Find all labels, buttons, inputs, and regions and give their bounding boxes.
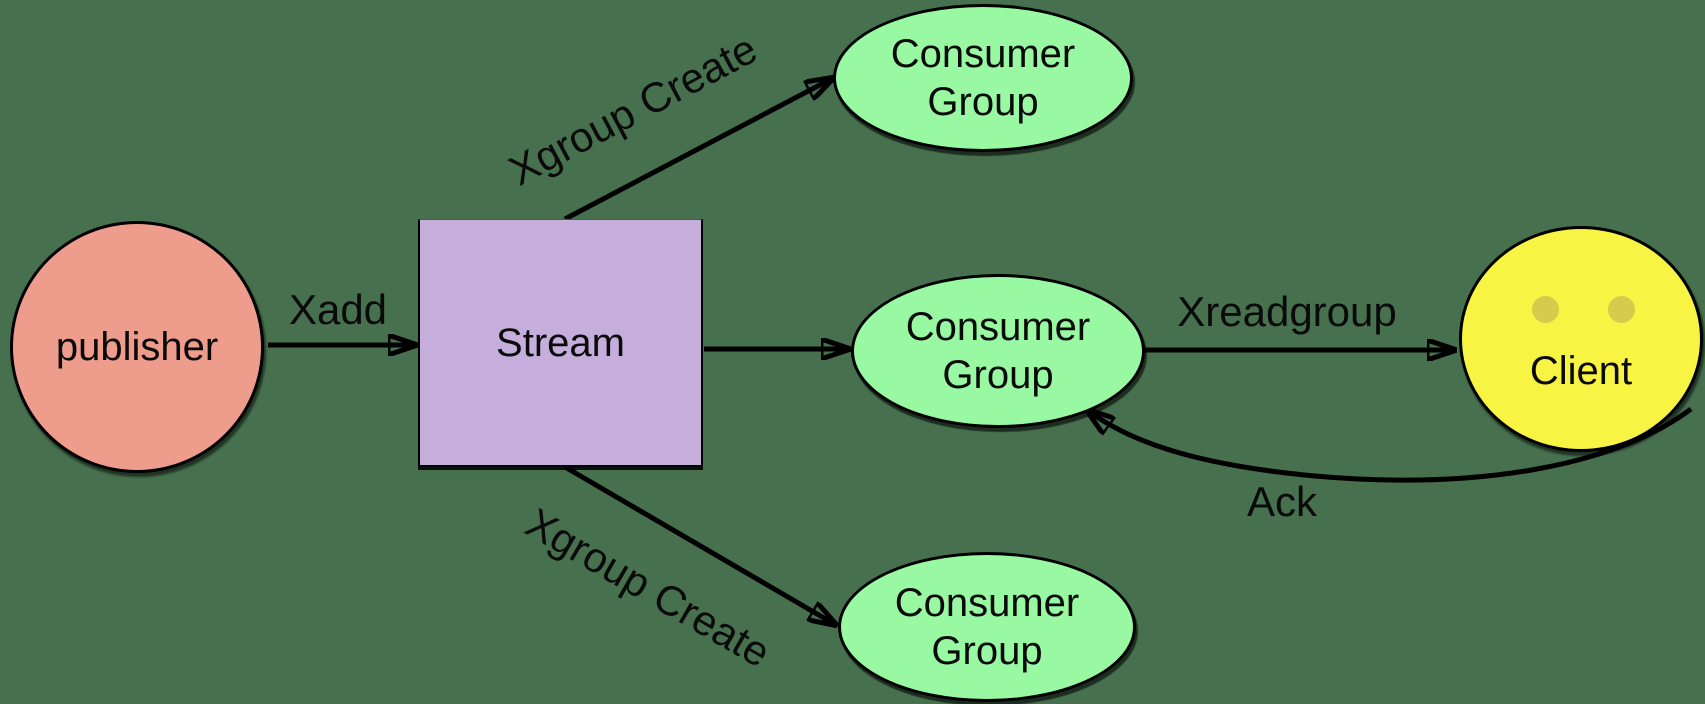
edge-label-xadd: Xadd <box>288 286 388 333</box>
publisher-node: publisher <box>10 221 264 473</box>
stream-label: Stream <box>496 320 625 365</box>
consumer-group-middle-node: Consumer Group <box>851 274 1145 428</box>
consumer-group-top-node: Consumer Group <box>833 4 1133 152</box>
client-node: Client <box>1459 226 1703 452</box>
edge-label-xreadgroup: Xreadgroup <box>1177 288 1397 335</box>
client-left-eye-dot <box>1532 296 1559 323</box>
consumer-group-bottom-node: Consumer Group <box>838 552 1136 702</box>
client-right-eye-dot <box>1608 296 1635 323</box>
stream-node: Stream <box>418 219 703 467</box>
edge-label-ack: Ack <box>1246 478 1318 525</box>
edge-label-xgroup-create-top: Xgroup Create <box>501 24 765 195</box>
publisher-label: publisher <box>55 325 219 369</box>
client-label: Client <box>1529 349 1633 393</box>
consumer-group-bottom-label: Consumer Group <box>894 581 1080 673</box>
consumer-group-middle-label: Consumer Group <box>905 305 1091 397</box>
consumer-group-top-label: Consumer Group <box>890 32 1076 124</box>
edge-label-xgroup-create-bottom: Xgroup Create <box>518 498 779 677</box>
